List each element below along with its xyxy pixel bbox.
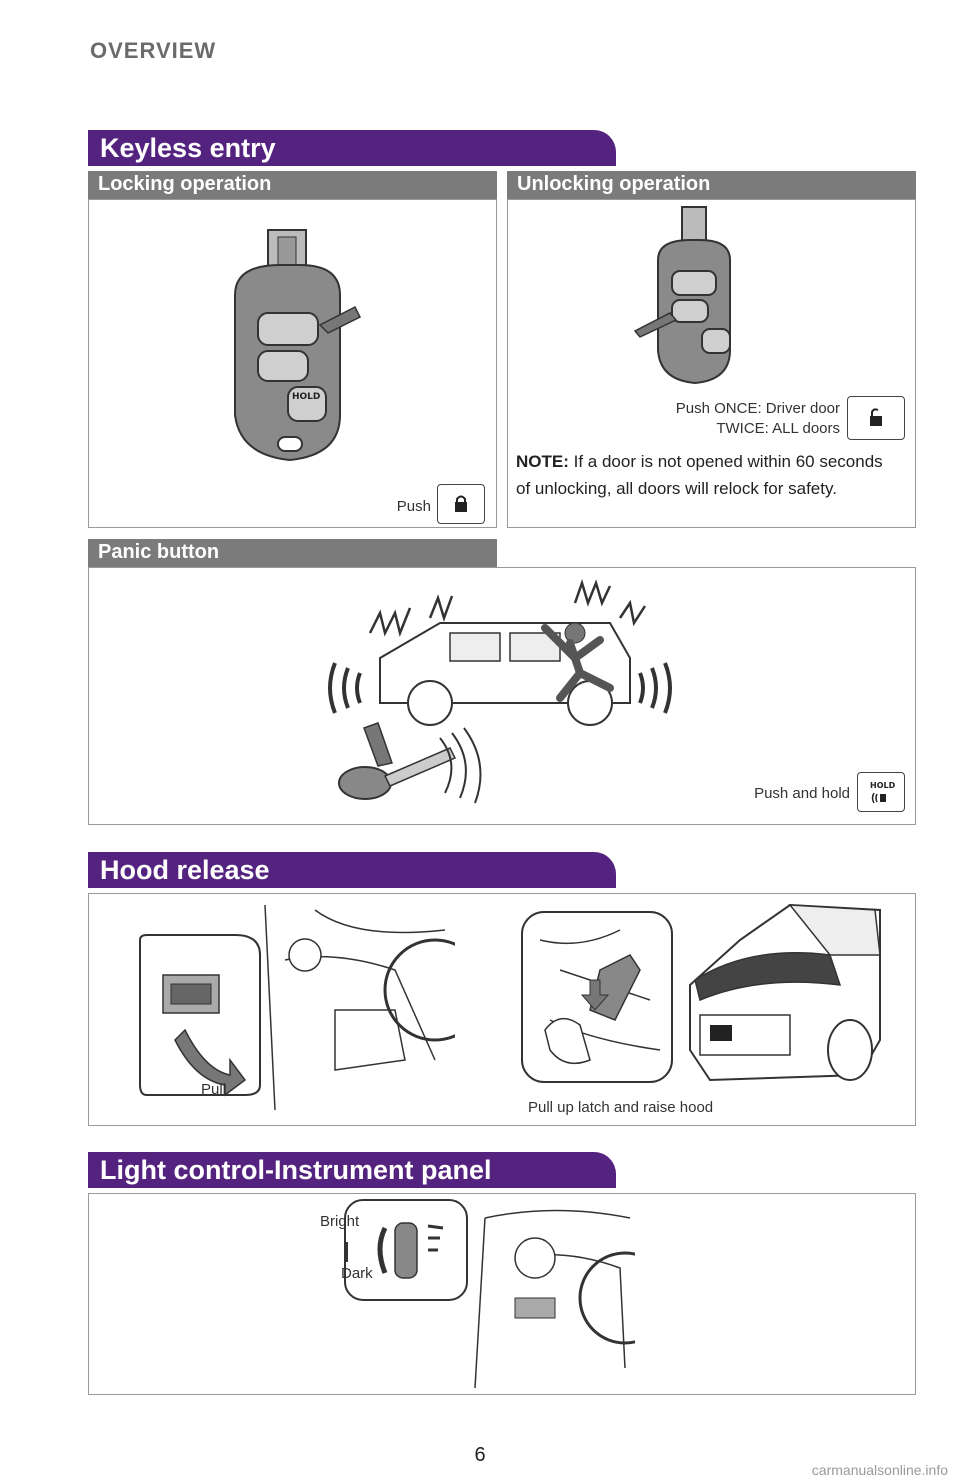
keyless-entry-tab: Keyless entry [88, 130, 616, 166]
light-control-tab: Light control-Instrument panel [88, 1152, 616, 1188]
panic-button-title: Panic button [98, 541, 220, 563]
unlocking-key-fob-illustration [633, 206, 731, 385]
unlock-button-box [847, 396, 905, 440]
hood-latch-illustration [521, 911, 673, 1083]
light-panel [88, 1193, 916, 1395]
locking-push-label: Push [396, 498, 431, 515]
section-header: OVERVIEW [90, 38, 217, 63]
light-bright-label: Bright [320, 1213, 360, 1230]
locking-operation-title: Locking operation [98, 173, 272, 195]
hold-alarm-icon: HOLD [870, 781, 896, 804]
svg-text:HOLD: HOLD [292, 392, 320, 402]
lock-icon [455, 495, 467, 512]
note-text: If a door is not opened within 60 second… [516, 452, 883, 498]
unlock-icon [870, 408, 882, 426]
unlocking-note: NOTE: If a door is not opened within 60 … [516, 448, 901, 502]
keyless-entry-title: Keyless entry [100, 133, 276, 163]
hood-release-tab: Hood release [88, 852, 616, 888]
panic-car-alarm-illustration [328, 578, 672, 804]
note-label: NOTE: [516, 452, 569, 471]
hood-car-front-illustration [689, 903, 881, 1082]
hold-button-box: HOLD [857, 772, 905, 812]
unlocking-operation-title: Unlocking operation [517, 173, 711, 195]
locking-operation-bar: Locking operation [88, 171, 497, 199]
unlock-push-twice-label: TWICE: ALL doors [716, 420, 840, 437]
lock-button-box [437, 484, 485, 524]
light-dark-label: Dark [341, 1265, 373, 1282]
hood-release-title: Hood release [100, 855, 270, 885]
locking-key-fob-illustration [234, 229, 362, 462]
light-dimmer-illustration [344, 1199, 635, 1389]
hood-interior-illustration [139, 904, 455, 1111]
locking-fob-hold-text: HOLD [292, 392, 320, 402]
unlocking-operation-bar: Unlocking operation [507, 171, 916, 199]
unlock-push-once-label: Push ONCE: Driver door [675, 400, 840, 417]
panic-push-hold-label: Push and hold [754, 785, 850, 802]
light-control-title: Light control-Instrument panel [100, 1155, 492, 1185]
page-number: 6 [474, 1444, 486, 1466]
hood-latch-label: Pull up latch and raise hood [528, 1099, 714, 1116]
svg-text:HOLD: HOLD [870, 781, 896, 790]
panic-button-bar: Panic button [88, 539, 497, 567]
footer-watermark: carmanualsonline.info [811, 1462, 948, 1478]
hood-pull-label: Pull [201, 1081, 227, 1098]
